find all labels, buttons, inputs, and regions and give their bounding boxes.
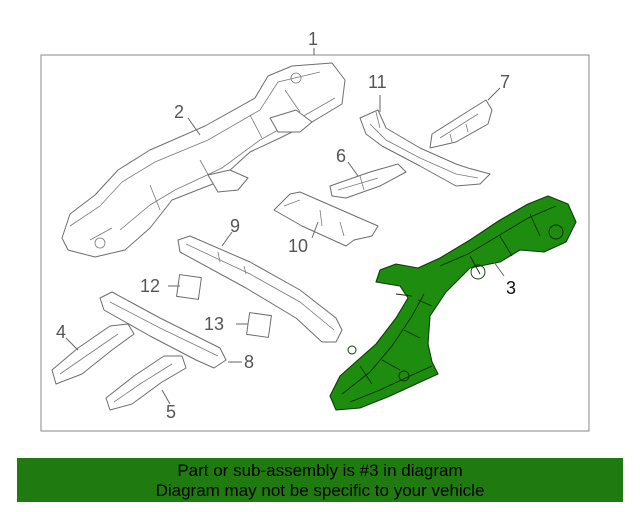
- callout-13: 13: [204, 314, 224, 334]
- callout-12: 12: [140, 276, 160, 296]
- callout-10: 10: [288, 236, 308, 256]
- part-8-rail: [99, 291, 227, 369]
- callout-7: 7: [500, 72, 510, 92]
- callout-11: 11: [368, 72, 387, 92]
- part-4-bracket: [51, 323, 135, 385]
- diagram-frame: [40, 54, 590, 432]
- callout-2: 2: [174, 102, 184, 122]
- part-5-bracket: [105, 355, 187, 411]
- parts-diagram: 1 2 11 7 6 10 9: [40, 29, 590, 432]
- info-banner: Part or sub-assembly is #3 in diagram Di…: [17, 458, 623, 502]
- part-11-crossmember: [359, 109, 491, 187]
- part-12-bracket: [176, 274, 202, 300]
- callout-8: 8: [244, 352, 254, 372]
- part-6-bracket: [329, 163, 407, 199]
- part-2-front-frame: [61, 62, 346, 258]
- part-13-bracket: [246, 312, 272, 338]
- part-3-rear-frame-highlighted: [329, 195, 577, 411]
- callout-9: 9: [230, 216, 240, 236]
- part-10-plate: [273, 191, 379, 247]
- callout-4: 4: [56, 322, 66, 342]
- callout-1: 1: [308, 29, 318, 49]
- banner-line-1: Part or sub-assembly is #3 in diagram: [177, 461, 463, 480]
- callout-3: 3: [506, 278, 516, 298]
- part-7-bracket: [429, 99, 493, 149]
- banner-line-2: Diagram may not be specific to your vehi…: [155, 481, 485, 500]
- callout-5: 5: [166, 402, 176, 422]
- part-9-rail: [177, 235, 343, 343]
- callout-6: 6: [336, 146, 346, 166]
